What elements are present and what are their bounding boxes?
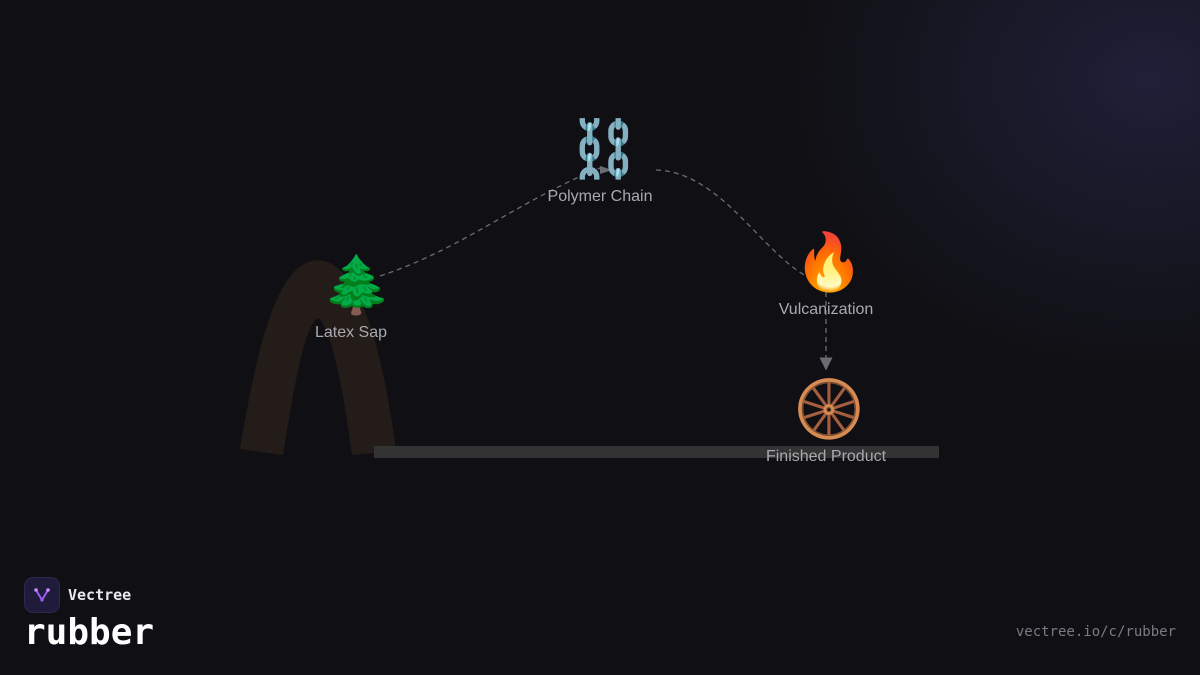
node-vulcanization: 🔥 Vulcanization: [779, 230, 874, 319]
node-latex-sap: 🌲 Latex Sap: [315, 253, 392, 342]
ground-bar: [374, 446, 939, 458]
brand-name: Vectree: [68, 586, 132, 604]
node-label: Polymer Chain: [547, 188, 653, 205]
tree-icon: 🌲: [322, 253, 392, 318]
tree-trunk-shape: [240, 260, 396, 455]
node-finished-product: 🛞 Finished Product: [766, 377, 886, 466]
edge-polymer-to-vulcanization: [655, 169, 807, 277]
chain-icon: ⛓️: [569, 117, 639, 182]
edge-latex-to-polymer: [379, 167, 601, 277]
topic-title: rubber: [24, 612, 155, 653]
node-polymer-chain: ⛓️ Polymer Chain: [548, 117, 653, 206]
node-label: Latex Sap: [314, 324, 388, 341]
vectree-logo-icon: [24, 577, 60, 613]
page-url: vectree.io/c/rubber: [1015, 624, 1176, 640]
node-label: Vulcanization: [778, 301, 874, 318]
tire-icon: 🛞: [794, 377, 864, 442]
fire-icon: 🔥: [794, 230, 864, 295]
edge-polymer-arrowhead: [600, 166, 612, 174]
brand: Vectree: [24, 577, 131, 613]
node-label: Finished Product: [765, 448, 887, 465]
